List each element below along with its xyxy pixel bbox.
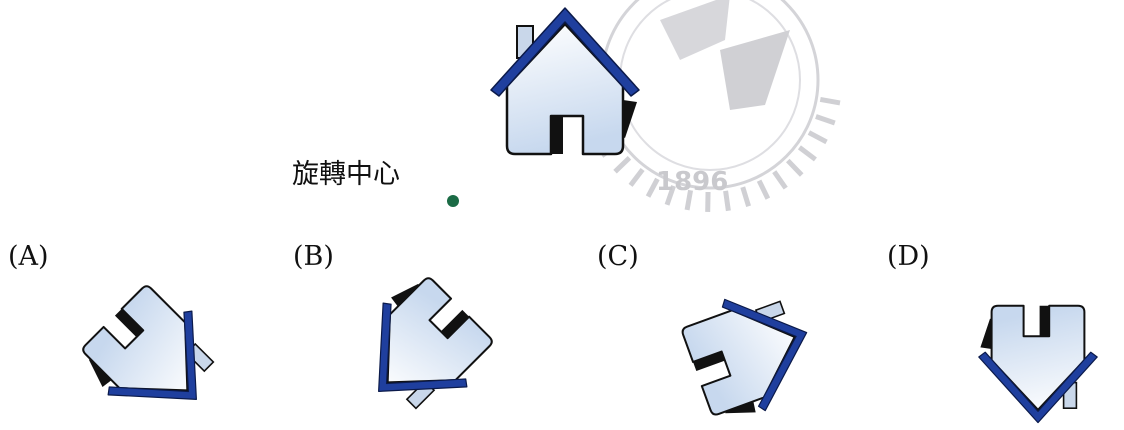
option-house-c[interactable]	[665, 280, 825, 430]
seal-ray	[743, 187, 749, 206]
reference-house	[470, 0, 660, 170]
option-label-a: (A)	[8, 242, 49, 272]
seal-ray	[816, 116, 835, 123]
seal-ray	[759, 181, 768, 199]
option-label-b: (B)	[293, 242, 334, 272]
seal-ray	[799, 147, 815, 159]
seal-ray	[631, 169, 643, 185]
seal-ray	[809, 133, 827, 142]
rotation-center-dot	[446, 194, 460, 208]
option-house-a[interactable]	[70, 278, 230, 428]
option-label-c: (C)	[597, 242, 639, 272]
seal-ray	[820, 99, 840, 102]
option-house-b[interactable]	[345, 265, 505, 425]
watermark-year: 1896	[656, 167, 728, 197]
seal-ray	[788, 161, 802, 175]
seal-ray	[774, 172, 785, 188]
rotation-center-label: 旋轉中心	[292, 160, 400, 190]
option-label-d: (D)	[887, 242, 930, 272]
option-house-d[interactable]	[958, 285, 1118, 430]
